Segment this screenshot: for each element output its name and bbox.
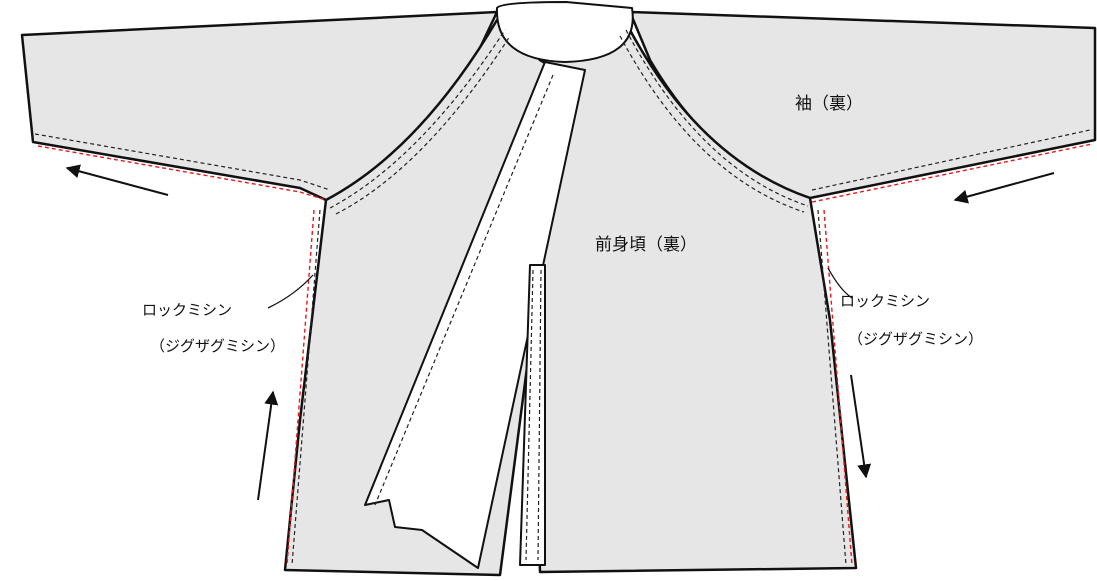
right-front-body	[533, 28, 858, 574]
left-sleeve-stitch	[34, 133, 331, 191]
right-zigzag-label: （ジグザグミシン）	[848, 330, 983, 348]
collar	[495, 1, 634, 63]
left-leader-line	[267, 274, 314, 309]
placket-stitch-2	[537, 269, 542, 561]
left-sleeve-serger-stitch	[37, 145, 327, 201]
left-zigzag-label: （ジグザグミシン）	[150, 337, 285, 355]
left-sleeve-arrow	[65, 164, 169, 196]
facing-stitch	[374, 74, 554, 506]
left-side-stitch	[291, 209, 321, 566]
right-raglan-stitch	[625, 29, 809, 207]
right-sleeve-serger-stitch	[811, 143, 1093, 203]
right-raglan-stitch-2	[619, 35, 805, 213]
sleeve-back-label: 袖（裏）	[795, 93, 863, 114]
front-body-back-label: 前身頃（裏）	[595, 234, 697, 255]
right-side-arrow	[850, 374, 872, 479]
left-facing	[364, 61, 586, 569]
placket-stitch	[525, 269, 534, 561]
left-raglan-stitch-2	[335, 35, 511, 215]
left-serger-label: ロックミシン	[142, 301, 232, 319]
right-side-stitch	[817, 209, 847, 566]
left-raglan-stitch	[329, 29, 506, 209]
right-serger-label: ロックミシン	[840, 292, 930, 310]
right-sleeve-stitch	[811, 129, 1091, 191]
right-leader-line	[827, 267, 853, 299]
left-side-serger-stitch	[286, 209, 315, 566]
right-sleeve-arrow	[953, 172, 1055, 204]
left-side-arrow	[257, 390, 279, 501]
